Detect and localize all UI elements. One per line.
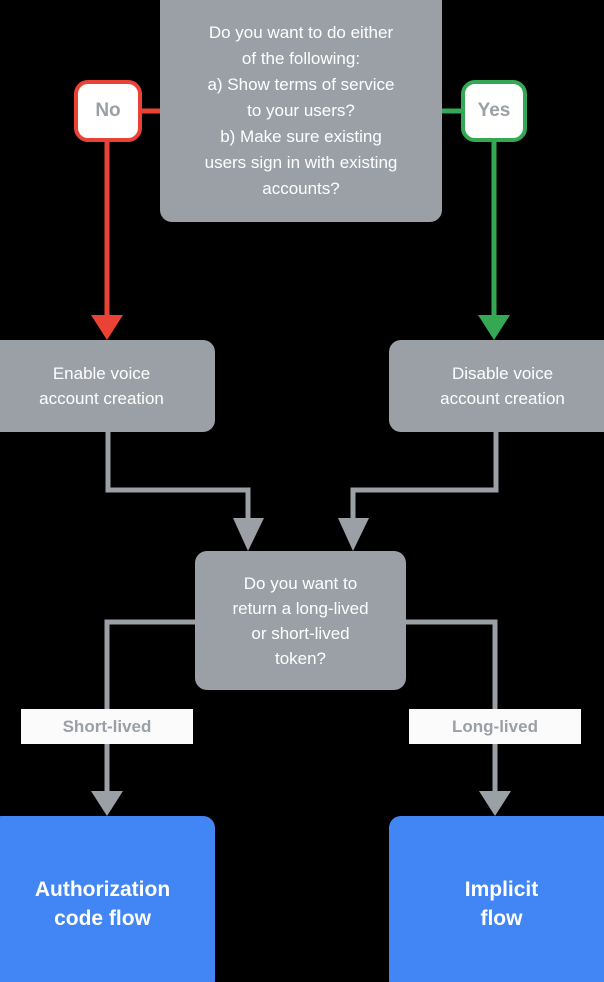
terminal-box-authorization-code-flow[interactable]: Authorization code flow xyxy=(0,816,215,982)
edge-no-arrowhead xyxy=(91,315,123,340)
branch-badge-yes-label: Yes xyxy=(477,100,511,121)
decision-box-token-lifetime-text: Do you want to return a long-lived or sh… xyxy=(232,573,369,668)
edge-short-lived-arrowhead xyxy=(91,791,123,816)
terminal-box-authorization-code-flow-text: Authorization code flow xyxy=(34,878,171,930)
edge-disable-to-question xyxy=(350,432,499,521)
edge-label-short-lived-text: Short-lived xyxy=(62,716,152,736)
edge-label-long-lived-text: Long-lived xyxy=(452,716,538,736)
edge-label-long-lived: Long-lived xyxy=(409,709,581,744)
process-box-enable-voice-account-creation[interactable]: Enable voice account creation xyxy=(0,340,215,432)
decision-box-terms-and-existing-users[interactable]: Do you want to do either of the followin… xyxy=(160,0,442,222)
edge-long-lived xyxy=(406,619,498,794)
edge-yes-arrowhead xyxy=(478,315,510,340)
edge-long-lived-arrowhead xyxy=(479,791,511,816)
branch-badge-no-label: No xyxy=(95,100,121,121)
edge-disable-arrowhead xyxy=(338,518,369,551)
decision-box-terms-text: Do you want to do either of the followin… xyxy=(204,23,398,198)
edge-enable-arrowhead xyxy=(233,518,264,551)
process-box-enable-text: Enable voice account creation xyxy=(39,364,164,408)
terminal-box-implicit-flow[interactable]: Implicit flow xyxy=(389,816,604,982)
process-box-disable-text: Disable voice account creation xyxy=(440,364,565,408)
terminal-box-implicit-flow-text: Implicit flow xyxy=(464,878,539,930)
decision-box-token-lifetime[interactable]: Do you want to return a long-lived or sh… xyxy=(195,551,406,690)
branch-badge-yes[interactable]: Yes xyxy=(461,80,527,142)
edge-label-short-lived: Short-lived xyxy=(21,709,193,744)
process-box-disable-voice-account-creation[interactable]: Disable voice account creation xyxy=(389,340,604,432)
edge-enable-to-question xyxy=(105,432,251,521)
edge-short-lived xyxy=(104,619,195,794)
branch-badge-no[interactable]: No xyxy=(74,80,142,142)
